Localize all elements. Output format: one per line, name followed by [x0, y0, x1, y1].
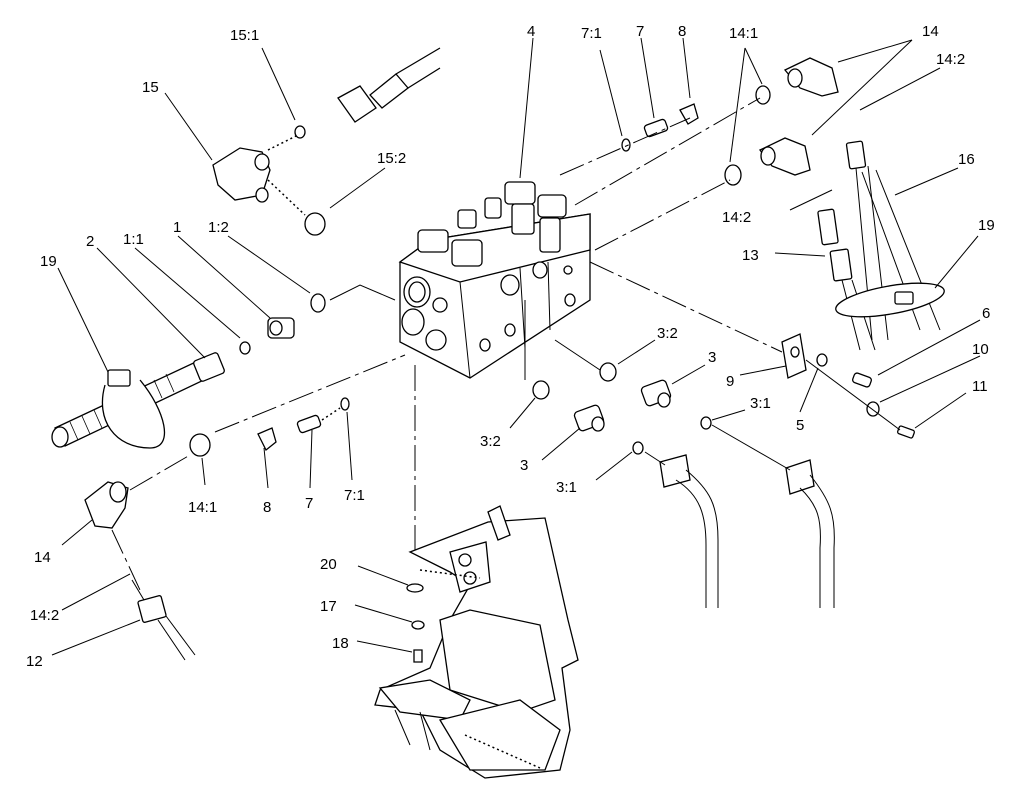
callout-3-1-top: 3:1: [750, 395, 771, 412]
part-14-elbows-upper: [574, 57, 839, 251]
callout-15-1: 15:1: [230, 27, 259, 44]
part-13-16-hoses: [817, 140, 941, 351]
callout-15-2: 15:2: [377, 150, 406, 167]
callout-1: 1: [173, 219, 181, 236]
callout-14-bot: 14: [34, 549, 51, 566]
part-12-hose: [131, 579, 196, 661]
callout-12: 12: [26, 653, 43, 670]
callout-3-top: 3: [708, 349, 716, 366]
callout-14-2-bot: 14:2: [30, 607, 59, 624]
callout-19-left: 19: [40, 253, 57, 270]
callout-7-bot: 7: [305, 495, 313, 512]
callout-5: 5: [796, 417, 804, 434]
callout-2: 2: [86, 233, 94, 250]
callout-18: 18: [332, 635, 349, 652]
part-1-fitting: [239, 284, 396, 355]
callout-20: 20: [320, 556, 337, 573]
callout-14-2-mid: 14:2: [722, 209, 751, 226]
callout-17: 17: [320, 598, 337, 615]
callout-19-right: 19: [978, 217, 995, 234]
part-15-elbow: [212, 47, 441, 236]
callout-7-top: 7: [636, 23, 644, 40]
part-7-8-lower: [214, 354, 406, 452]
callout-11: 11: [972, 378, 988, 395]
part-19-clamp-left: [101, 369, 166, 449]
callout-14-top: 14: [922, 23, 939, 40]
valve-block: [398, 181, 591, 379]
frame-bracket: [374, 365, 579, 779]
callout-labels: 15:1 15 15:2 4 7:1 7 8 14:1 14 14:2 16 1…: [26, 23, 995, 670]
part-7-8-upper: [559, 103, 699, 176]
callout-3-2-top: 3:2: [657, 325, 678, 342]
callout-14-1-top: 14:1: [729, 25, 758, 42]
part-20-17-18-hardware: [406, 583, 425, 663]
callout-14-1-bot: 14:1: [188, 499, 217, 516]
leader-lines: [51, 37, 981, 656]
callout-1-2: 1:2: [208, 219, 229, 236]
callout-16: 16: [958, 151, 975, 168]
part-14-elbow-left: [84, 433, 211, 591]
part-3-hoses: [644, 424, 835, 608]
callout-7-1-top: 7:1: [581, 25, 602, 42]
callout-8-top: 8: [678, 23, 686, 40]
part-3-fittings: [524, 300, 712, 455]
part-19-clamp-right: [835, 282, 945, 318]
callout-3-1-bot: 3:1: [556, 479, 577, 496]
callout-3-2-bot: 3:2: [480, 433, 501, 450]
callout-9: 9: [726, 373, 734, 390]
callout-10: 10: [972, 341, 989, 358]
callout-1-1: 1:1: [123, 231, 144, 248]
callout-15: 15: [142, 79, 159, 96]
callout-4: 4: [527, 23, 535, 40]
callout-8-bot: 8: [263, 499, 271, 516]
callout-3-bot: 3: [520, 457, 528, 474]
part-9-5-6-10-11: [589, 261, 915, 439]
callout-13: 13: [742, 247, 759, 264]
callout-6: 6: [982, 305, 990, 322]
callout-14-2-top: 14:2: [936, 51, 965, 68]
callout-7-1-bot: 7:1: [344, 487, 365, 504]
